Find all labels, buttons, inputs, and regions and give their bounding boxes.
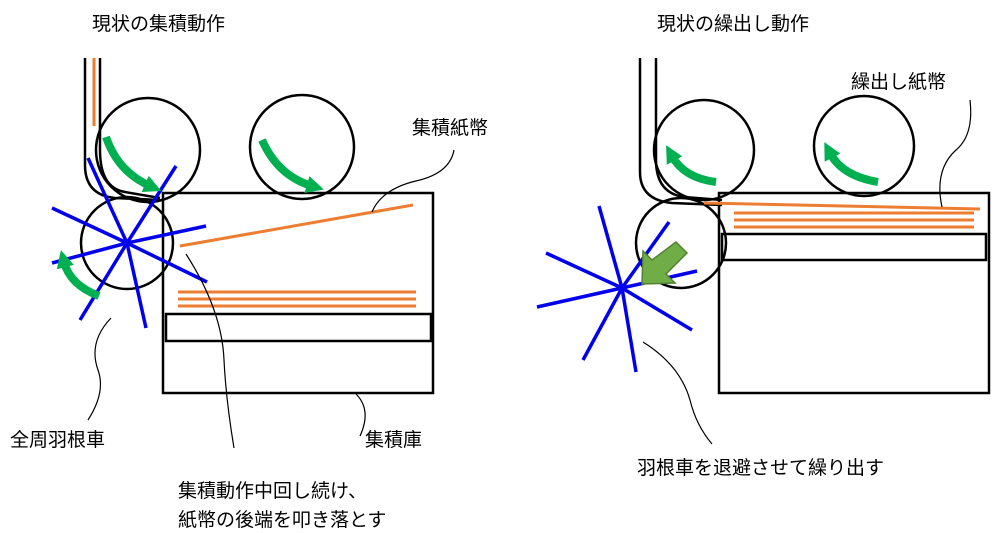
rotation-arrow-roller-left xyxy=(102,135,162,192)
feed-guide-right xyxy=(638,58,723,207)
feed-banknote xyxy=(703,201,981,211)
leader-line-bills xyxy=(939,99,972,208)
rotation-arrow-impeller xyxy=(56,250,101,300)
falling-banknote xyxy=(179,203,414,248)
label-stacking-store: 集積庫 xyxy=(365,429,422,451)
stacker-plate xyxy=(164,312,433,343)
stacker-plate xyxy=(720,232,988,262)
leader-line-stack xyxy=(371,149,455,213)
impeller-hub-circle xyxy=(79,195,175,291)
leader-line-store xyxy=(355,393,366,437)
feed-roller-right xyxy=(248,93,356,201)
feed-roller-left xyxy=(652,98,756,202)
leader-line-note xyxy=(185,253,235,449)
label-stacked-bills: 集積紙幣 xyxy=(412,117,488,139)
left-panel: 現状の集積動作 xyxy=(10,13,488,531)
note-line-2: 紙幣の後端を叩き落とす xyxy=(178,509,386,531)
feed-roller-right xyxy=(812,94,916,198)
stacking-store xyxy=(717,191,991,395)
note-line-1: 集積動作中回し続け、 xyxy=(178,480,367,502)
leader-line-impeller xyxy=(642,341,713,445)
retract-arrow xyxy=(641,241,689,285)
retracted-impeller xyxy=(536,205,698,373)
right-title: 現状の繰出し動作 xyxy=(657,13,809,35)
leader-line-wheel xyxy=(87,317,112,421)
right-panel: 現状の繰出し動作 xyxy=(536,13,991,479)
rotation-arrow-roller-left xyxy=(666,145,717,186)
impeller-hub-circle xyxy=(634,196,728,290)
label-full-impeller: 全周羽根車 xyxy=(10,429,105,451)
stacking-store xyxy=(161,191,435,395)
rotation-arrow-roller-right xyxy=(824,142,879,186)
note-retract: 羽根車を退避させて繰り出す xyxy=(637,457,884,479)
full-impeller xyxy=(51,157,208,329)
left-title: 現状の集積動作 xyxy=(92,13,225,35)
rotation-arrow-roller-right xyxy=(258,138,324,193)
label-feed-bills: 繰出し紙幣 xyxy=(851,71,946,93)
